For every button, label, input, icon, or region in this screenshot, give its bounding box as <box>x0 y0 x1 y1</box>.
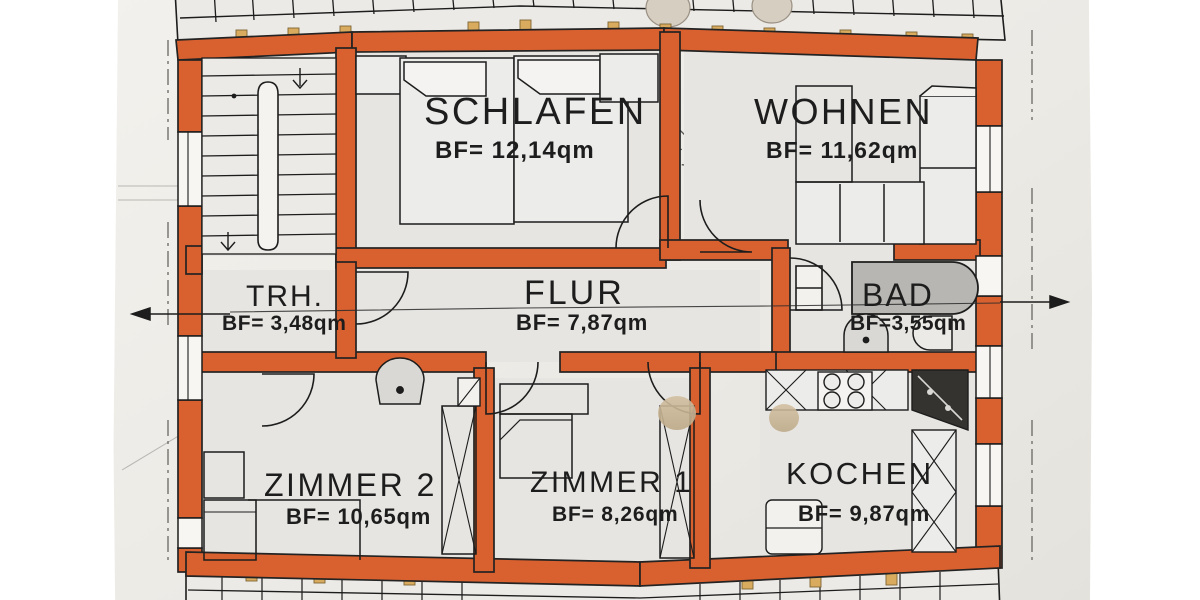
room-label-bad: BAD BF=3,55qm <box>850 277 966 335</box>
dimension-line-left <box>129 306 230 322</box>
closet <box>499 413 573 479</box>
armchair <box>795 85 853 183</box>
axis-center-lines <box>167 30 1033 560</box>
stair-direction-arrow-up <box>292 68 308 90</box>
toilet <box>912 315 953 351</box>
window <box>975 125 1003 193</box>
stair-direction-arrow-down <box>220 232 236 252</box>
window <box>975 255 1003 297</box>
room-name-zimmer1: ZIMMER 1 <box>530 466 693 499</box>
room-label-schlafen: SCHLAFEN BF= 12,14qm <box>424 91 647 164</box>
room-name-wohnen: WOHNEN <box>754 91 933 132</box>
room-name-schlafen: SCHLAFEN <box>424 91 647 133</box>
zimmer2-wall-niche <box>457 377 481 407</box>
room-name-kochen: KOCHEN <box>786 456 934 491</box>
window <box>975 443 1003 507</box>
room-area-kochen: BF= 9,87qm <box>798 501 930 526</box>
zimmer2-door-swing <box>261 373 315 427</box>
washbasin <box>375 357 425 405</box>
window-mullions <box>187 126 991 506</box>
sofa-cushion-line <box>839 184 885 242</box>
window <box>177 517 203 549</box>
room-label-flur: FLUR BF= 7,87qm <box>516 274 648 335</box>
room-label-zimmer1: ZIMMER 1 BF= 8,26qm <box>530 466 693 526</box>
room-label-wohnen: WOHNEN BF= 11,62qm <box>754 91 933 163</box>
desk <box>248 499 361 560</box>
paper-blemish <box>658 396 696 430</box>
wohnen-furniture <box>795 85 977 245</box>
room-name-flur: FLUR <box>524 274 625 312</box>
sofa-side <box>919 95 977 245</box>
nightstand <box>599 53 659 103</box>
reference-line <box>229 302 1001 313</box>
window <box>177 335 203 401</box>
nightstand <box>203 451 245 499</box>
wohnen-door-swing <box>699 199 753 253</box>
room-name-zimmer2: ZIMMER 2 <box>264 467 437 503</box>
room-name-bad: BAD <box>862 277 934 313</box>
room-area-zimmer2: BF= 10,65qm <box>286 504 431 529</box>
dimension-line-right <box>1000 294 1071 310</box>
bad-fixtures <box>795 261 979 353</box>
room-name-trh: TRH. <box>246 280 324 313</box>
pillow <box>403 61 487 97</box>
room-label-kochen: KOCHEN BF= 9,87qm <box>786 456 934 526</box>
bed-outline <box>204 500 257 560</box>
room-area-bad: BF=3,55qm <box>850 312 966 335</box>
paper-blemish <box>769 404 799 432</box>
staircase <box>201 57 337 255</box>
room-area-flur: BF= 7,87qm <box>516 310 648 335</box>
room-area-trh: BF= 3,48qm <box>222 312 346 335</box>
pillow <box>517 59 601 95</box>
schlafen-door-swing <box>615 195 669 249</box>
window <box>177 131 203 207</box>
sofa-back-detail <box>919 85 977 97</box>
room-label-zimmer2: ZIMMER 2 BF= 10,65qm <box>264 467 437 529</box>
sink <box>765 499 823 555</box>
room-area-zimmer1: BF= 8,26qm <box>552 503 678 526</box>
room-area-wohnen: BF= 11,62qm <box>766 137 918 163</box>
kochen-fittings <box>765 369 969 555</box>
sofa-long <box>795 181 925 245</box>
room-label-trh: TRH. BF= 3,48qm <box>222 280 346 335</box>
railing-post-cap <box>751 0 793 24</box>
handrail <box>257 81 279 251</box>
windows <box>177 125 1003 549</box>
washbasin <box>843 313 889 353</box>
window <box>975 345 1003 399</box>
bathtub <box>851 261 979 315</box>
nightstand <box>355 55 407 95</box>
room-area-schlafen: BF= 12,14qm <box>435 137 595 164</box>
schlafen-furniture <box>355 53 659 225</box>
zimmer1-furniture <box>499 383 695 559</box>
